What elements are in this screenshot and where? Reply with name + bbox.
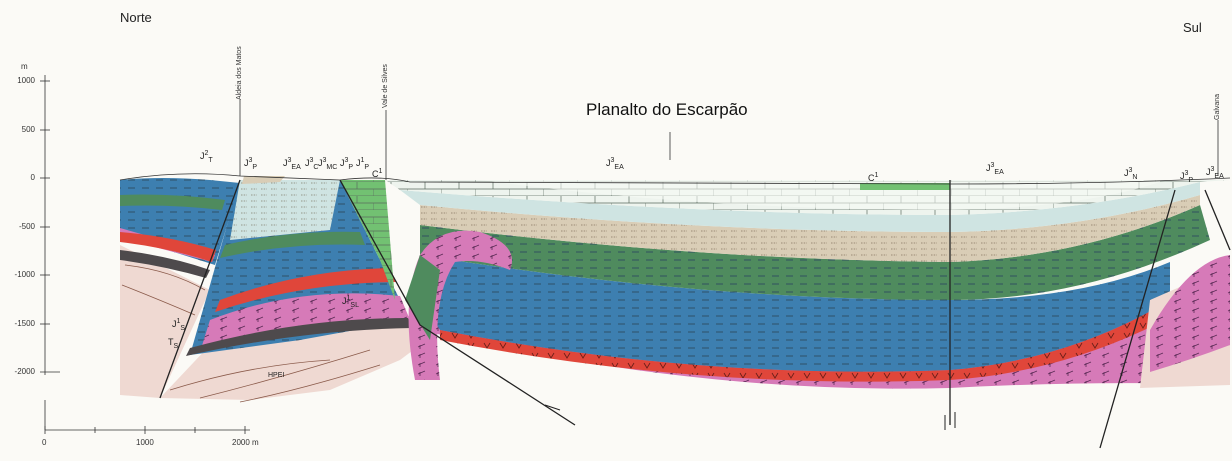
y-tick-label: -1500 (0, 319, 35, 328)
x-tick-label: 0 (42, 438, 46, 447)
y-tick-label: -500 (0, 222, 35, 231)
basement-label: HPEI (268, 372, 284, 379)
formation-label: J3EA (1206, 166, 1224, 180)
fault-line (1205, 190, 1230, 250)
fault-arrow (545, 405, 955, 430)
formation-label: J3P (1180, 170, 1193, 184)
y-tick-label: 1000 (0, 76, 35, 85)
formation-label: J3MC (318, 157, 337, 171)
formation-label: J1SL (342, 295, 359, 309)
cross-section-title: Planalto do Escarpão (586, 100, 748, 120)
x-tick-label: 1000 (136, 438, 154, 447)
formation-label: J3EA (283, 157, 301, 171)
formation-label: J2T (200, 150, 213, 164)
formation-label: C1 (868, 172, 878, 186)
formation-label: J3P (244, 157, 257, 171)
y-axis-unit: m (21, 62, 28, 71)
place-vale-de-silves: Vale de Silves (382, 64, 389, 108)
place-galvana: Galvana (1214, 94, 1221, 120)
y-ticks (40, 81, 60, 372)
x-tick-label: 2000 m (232, 438, 259, 447)
place-aldeia-dos-matos: Aldeia dos Matos (236, 46, 243, 100)
formation-label: J1P (356, 157, 369, 171)
y-tick-label: 500 (0, 125, 35, 134)
y-tick-label: -1000 (0, 270, 35, 279)
formation-label: TS (168, 336, 178, 350)
formation-label: J1S (172, 318, 185, 332)
formation-label: J3EA (986, 162, 1004, 176)
formation-label: J3N (1124, 167, 1137, 181)
y-tick-label: -2000 (0, 367, 35, 376)
south-label: Sul (1183, 20, 1202, 35)
y-tick-label: 0 (0, 173, 35, 182)
formation-label: J3C (305, 157, 318, 171)
formation-label: J3EA (606, 157, 624, 171)
formation-label: J3P (340, 157, 353, 171)
formation-label: C1 (372, 168, 382, 182)
north-label: Norte (120, 10, 152, 25)
